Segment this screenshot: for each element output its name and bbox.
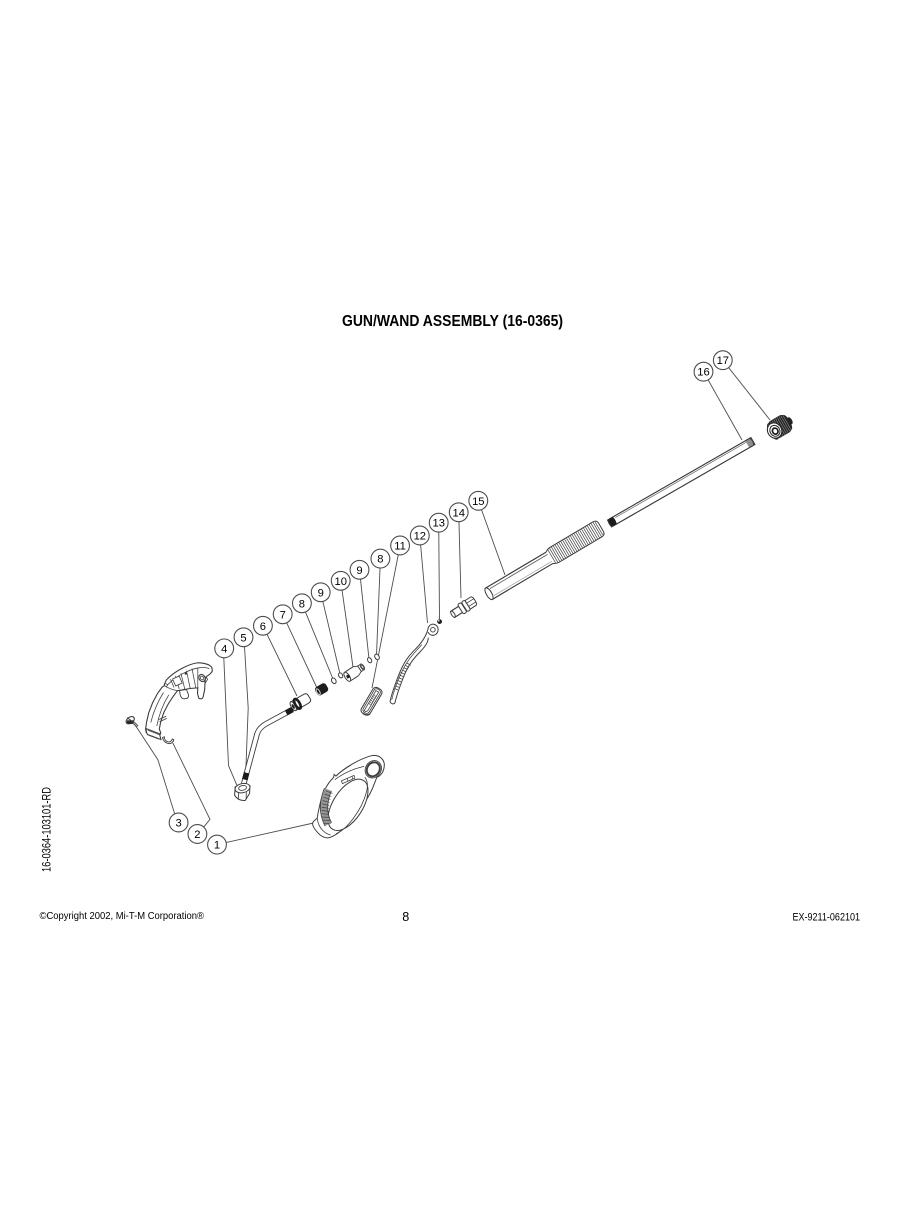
svg-text:8: 8: [377, 554, 383, 566]
svg-text:13: 13: [432, 518, 444, 530]
svg-text:16: 16: [697, 367, 709, 379]
svg-text:9: 9: [356, 565, 362, 577]
svg-text:1: 1: [214, 840, 220, 852]
svg-text:©Copyright 2002, Mi-T-M Corpor: ©Copyright 2002, Mi-T-M Corporation®: [40, 911, 205, 922]
svg-text:11: 11: [394, 541, 406, 553]
svg-text:9: 9: [318, 587, 324, 599]
svg-text:4: 4: [221, 643, 227, 655]
svg-text:2: 2: [194, 829, 200, 841]
svg-text:10: 10: [334, 576, 346, 588]
svg-text:8: 8: [299, 598, 305, 610]
svg-text:15: 15: [472, 496, 484, 508]
svg-text:17: 17: [717, 355, 729, 367]
svg-text:7: 7: [280, 609, 286, 621]
svg-text:EX-9211-062101: EX-9211-062101: [793, 912, 861, 924]
svg-text:16-0364-103101-RD: 16-0364-103101-RD: [39, 787, 53, 872]
svg-text:14: 14: [452, 507, 464, 519]
svg-text:12: 12: [414, 531, 426, 543]
svg-text:5: 5: [240, 632, 246, 644]
svg-text:8: 8: [402, 910, 409, 924]
svg-text:3: 3: [175, 818, 181, 830]
svg-text:GUN/WAND ASSEMBLY (16-0365): GUN/WAND ASSEMBLY (16-0365): [342, 313, 563, 330]
svg-text:6: 6: [260, 621, 266, 633]
